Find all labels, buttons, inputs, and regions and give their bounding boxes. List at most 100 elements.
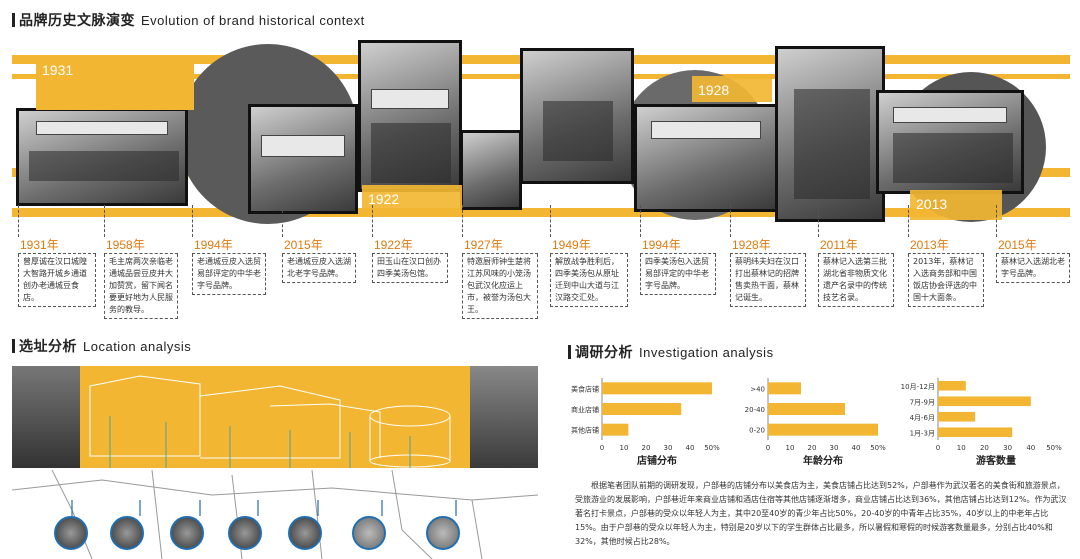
category-label: 7月-9月 <box>910 398 935 406</box>
history-title-en: Evolution of brand historical context <box>141 13 365 28</box>
history-title-cn: 品牌历史文脉演变 <box>19 13 135 29</box>
timeline-entry: 1922年田玉山在汉口创办四季美汤包馆。 <box>372 236 448 283</box>
timeline-year: 2015年 <box>282 236 356 254</box>
bar <box>602 403 682 415</box>
timeline-entry: 1994年老通城豆皮入选贸易部评定的中华老字号品牌。 <box>192 236 266 295</box>
category-label: 4月-6月 <box>910 414 935 422</box>
location-title-en: Location analysis <box>83 339 192 354</box>
bar <box>938 396 1031 407</box>
category-label: 其他店铺 <box>571 426 599 435</box>
bar <box>938 411 976 422</box>
street-map <box>12 470 538 559</box>
tick-label: 30 <box>664 444 673 452</box>
photo-laotongcheng-1931 <box>16 108 188 206</box>
category-label: 商业店铺 <box>571 405 599 414</box>
timeline-text: 老通城豆皮入选湖北老字号品牌。 <box>282 254 356 283</box>
shop-photo-circle <box>352 516 386 550</box>
photo-siji-mei-building <box>520 48 634 184</box>
street-panorama <box>12 366 538 468</box>
photo-soup-dumpling <box>460 130 522 210</box>
shop-photo-circle <box>426 516 460 550</box>
category-label: 10月-12月 <box>901 383 935 391</box>
location-title-cn: 选址分析 <box>19 339 77 355</box>
timeline-entry: 1928年蔡明纬夫妇在汉口打出蔡林记的招牌售卖热干面，蔡林记诞生。 <box>730 236 806 307</box>
timeline-entry: 1927年特邀厨师钟生楚将江苏风味的小笼汤包武汉化应运上市，被誉为汤包大王。 <box>462 236 538 319</box>
chart-title: 店铺分布 <box>637 454 677 467</box>
timeline-text: 特邀厨师钟生楚将江苏风味的小笼汤包武汉化应运上市，被誉为汤包大王。 <box>462 254 538 319</box>
timeline-year: 1931年 <box>18 236 96 254</box>
timeline-entry: 2015年老通城豆皮入选湖北老字号品牌。 <box>282 236 356 283</box>
tick-label: 20 <box>642 444 651 452</box>
tick-label: 30 <box>1003 444 1012 452</box>
timeline-text: 蔡林记入选第三批湖北省非物质文化遗产名录中的传统技艺名录。 <box>818 254 894 307</box>
timeline-text: 田玉山在汉口创办四季美汤包馆。 <box>372 254 448 283</box>
investigation-title-cn: 调研分析 <box>575 345 633 361</box>
category-label: >40 <box>750 385 765 393</box>
bar <box>938 380 966 391</box>
tick-label: 0 <box>936 444 940 452</box>
timeline-text: 蔡明纬夫妇在汉口打出蔡林记的招牌售卖热干面，蔡林记诞生。 <box>730 254 806 307</box>
tick-label: 10 <box>620 444 629 452</box>
tick-label: 10 <box>786 444 795 452</box>
tick-label: 50% <box>1046 444 1062 452</box>
timeline-text: 2013年，蔡林记入选商务部和中国饭店协会评选的中国十大面条。 <box>908 254 984 307</box>
tick-label: 20 <box>980 444 989 452</box>
tick-label: 40 <box>686 444 695 452</box>
timeline-year: 1927年 <box>462 236 538 254</box>
history-section-title: 品牌历史文脉演变 Evolution of brand historical co… <box>12 10 365 30</box>
photo-year-label: 1928 <box>692 76 772 102</box>
location-section-title: 选址分析 Location analysis <box>12 336 191 356</box>
photo-year-label: 1922 <box>362 185 462 213</box>
bar <box>602 382 712 395</box>
timeline-entry: 2015年蔡林记入选湖北老字号品牌。 <box>996 236 1070 283</box>
timeline-text: 蔡林记入选湖北老字号品牌。 <box>996 254 1070 283</box>
investigation-paragraph: 根据笔者团队前期的调研发现，户部巷的店铺分布以美食店为主，美食店铺占比达到52%… <box>575 481 1067 546</box>
photo-cailinji-2013 <box>876 90 1024 194</box>
shop-photo-circle <box>54 516 88 550</box>
timeline-year: 1928年 <box>730 236 806 254</box>
category-label: 0-20 <box>749 427 765 435</box>
timeline-year: 1949年 <box>550 236 628 254</box>
tick-label: 20 <box>808 444 817 452</box>
tick-label: 0 <box>766 444 770 452</box>
category-label: 20-40 <box>745 406 765 414</box>
chart-title: 年龄分布 <box>803 454 843 467</box>
timeline-entry: 1994年四季美汤包入选贸易部评定的中华老字号品牌。 <box>640 236 716 295</box>
timeline-stripe <box>12 208 1070 217</box>
timeline-year: 2011年 <box>818 236 894 254</box>
tick-label: 30 <box>830 444 839 452</box>
investigation-title-en: Investigation analysis <box>639 345 774 360</box>
timeline-text: 四季美汤包入选贸易部评定的中华老字号品牌。 <box>640 254 716 295</box>
tick-label: 50% <box>704 444 720 452</box>
building-sketch <box>89 375 451 468</box>
tick-label: 10 <box>957 444 966 452</box>
photo-laotongcheng-sign <box>248 104 358 214</box>
timeline-year: 1994年 <box>192 236 266 254</box>
timeline-year: 1922年 <box>372 236 448 254</box>
bar <box>768 382 801 395</box>
timeline-entry: 1931年曾厚诚在汉口城隍 大智路开城乡通道创办老通城豆食店。 <box>18 236 96 307</box>
chart-title: 游客数量 <box>976 454 1016 467</box>
timeline-year: 2015年 <box>996 236 1070 254</box>
shop-photo-circle <box>110 516 144 550</box>
timeline-entry: 1958年毛主席两次亲临老通城品尝豆皮并大加赞赏，留下闻名要更好地为人民服务的教… <box>104 236 178 319</box>
timeline-year: 1994年 <box>640 236 716 254</box>
photo-cailinji-1928 <box>634 104 778 212</box>
timeline-text: 曾厚诚在汉口城隍 大智路开城乡通道创办老通城豆食店。 <box>18 254 96 307</box>
investigation-section-title: 调研分析 Investigation analysis <box>568 342 774 362</box>
shop-photo-circle <box>288 516 322 550</box>
timeline-entry: 1949年解放战争胜利后，四季美汤包从原址迁到中山大道与江汉路交汇处。 <box>550 236 628 307</box>
photo-year-label: 1931 <box>36 56 194 110</box>
bar <box>768 423 878 436</box>
shop-photo-circle <box>170 516 204 550</box>
shop-photo-circle <box>228 516 262 550</box>
tick-label: 0 <box>600 444 604 452</box>
bar <box>602 423 629 436</box>
timeline-year: 1958年 <box>104 236 178 254</box>
timeline-text: 毛主席两次亲临老通城品尝豆皮并大加赞赏，留下闻名要更好地为人民服务的教导。 <box>104 254 178 319</box>
tick-label: 40 <box>852 444 861 452</box>
